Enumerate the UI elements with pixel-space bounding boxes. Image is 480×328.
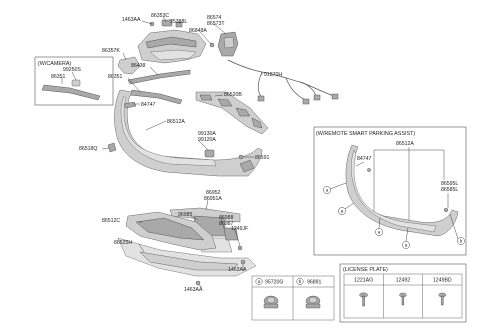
label-86574: 86574 (207, 15, 222, 21)
parking-assist-box: (W/REMOTE SMART PARKING ASSIST) 84747 86… (313, 126, 467, 256)
label-1463AA-top: 1463AA (122, 17, 141, 23)
label-86988: 86988 (219, 215, 234, 221)
bolt-86591 (238, 154, 244, 160)
label-86351-main: 86351 (108, 74, 123, 80)
parking-label-84747: 84747 (357, 156, 372, 162)
parking-box-title: (W/REMOTE SMART PARKING ASSIST) (316, 131, 415, 137)
bolt-1463AA-bot (195, 280, 201, 286)
label-86573T: 86573T (207, 21, 225, 27)
plate-part-1221AG: 1221AG (354, 278, 373, 284)
label-86520B: 86520B (224, 92, 242, 98)
label-96985: 96985 (178, 212, 193, 218)
parking-label-86585L: 86585L (441, 187, 458, 193)
license-plate-title: (LICENSE PLATE) (343, 267, 388, 273)
label-86951A: 86951A (204, 196, 222, 202)
wiring-harness (227, 59, 339, 105)
label-1249JF: 1249JF (231, 226, 248, 232)
parking-callout-a1: a (326, 188, 329, 193)
sensor-bracket (217, 31, 239, 57)
label-1463AA-bot: 1463AA (184, 287, 203, 293)
label-86357K: 86357K (102, 48, 120, 54)
bolt-1249JF (237, 245, 243, 251)
label-86952: 86952 (206, 190, 221, 196)
label-86512C: 86512C (102, 218, 120, 224)
reflector-84747 (123, 101, 137, 109)
legend-letter-a: a (258, 279, 261, 284)
parking-callout-a2: a (341, 209, 344, 214)
legend-part-96891: 96891 (307, 280, 322, 286)
label-86353C: 86353C (151, 13, 169, 19)
label-86438: 86438 (131, 63, 146, 69)
license-plate-box: (LICENSE PLATE) 1221AG 12492 1249BD (339, 263, 467, 323)
sensor-legend-table: a 95720G b 96891 (251, 275, 335, 321)
camera-box-title: (W/CAMERA) (38, 61, 71, 67)
label-1463AA-mid: 1463AA (228, 267, 247, 273)
label-86591: 86591 (255, 155, 270, 161)
parking-label-86512A: 86512A (396, 141, 414, 147)
bolt-1463AA-mid (240, 259, 246, 265)
legend-letter-b: b (299, 279, 302, 284)
label-86512A-main: 86512A (167, 119, 185, 125)
camera-variant-box: (W/CAMERA) 99250S 86351 (34, 56, 114, 106)
parking-callout-a3: a (378, 230, 381, 235)
label-84747-main: 84747 (141, 102, 156, 108)
leader-lines (101, 16, 263, 288)
clip-86518Q (107, 142, 117, 153)
camera-label-99250S: 99250S (63, 67, 81, 73)
skid-plate (117, 237, 257, 277)
screw-icon-1249BD (438, 292, 447, 306)
plate-part-12492: 12492 (396, 278, 411, 284)
legend-part-95720G: 95720G (265, 280, 283, 286)
parking-callout-a4: a (405, 243, 408, 248)
label-99130A: 99130A (198, 131, 216, 137)
screw-icon-12492 (399, 292, 407, 306)
label-99120A: 99120A (198, 137, 216, 143)
label-86848A: 86848A (189, 28, 207, 34)
screw-icon-1221AG (359, 292, 368, 307)
energy-absorber (195, 91, 269, 135)
label-91870H: 91870H (264, 72, 282, 78)
plate-part-1249BD: 1249BD (433, 278, 452, 284)
upper-cover-assembly (137, 19, 207, 64)
main-bumper-fascia (114, 89, 263, 177)
label-25388L: 25388L (170, 19, 187, 25)
molding-86357K (117, 56, 141, 75)
label-86525H: 86525H (114, 240, 132, 246)
label-86987: 86987 (219, 221, 234, 227)
strip-86438 (127, 69, 191, 85)
sensor-icon-a (263, 295, 279, 309)
parking-callout-b: b (460, 239, 463, 244)
sensor-99130A (204, 149, 215, 158)
parking-label-86595L: 86595L (441, 181, 458, 187)
lower-grille (125, 211, 217, 251)
sensor-icon-b (305, 295, 321, 309)
grille-strip-86351 (129, 89, 183, 105)
camera-label-86351: 86351 (51, 74, 66, 80)
label-86518Q: 86518Q (79, 146, 97, 152)
